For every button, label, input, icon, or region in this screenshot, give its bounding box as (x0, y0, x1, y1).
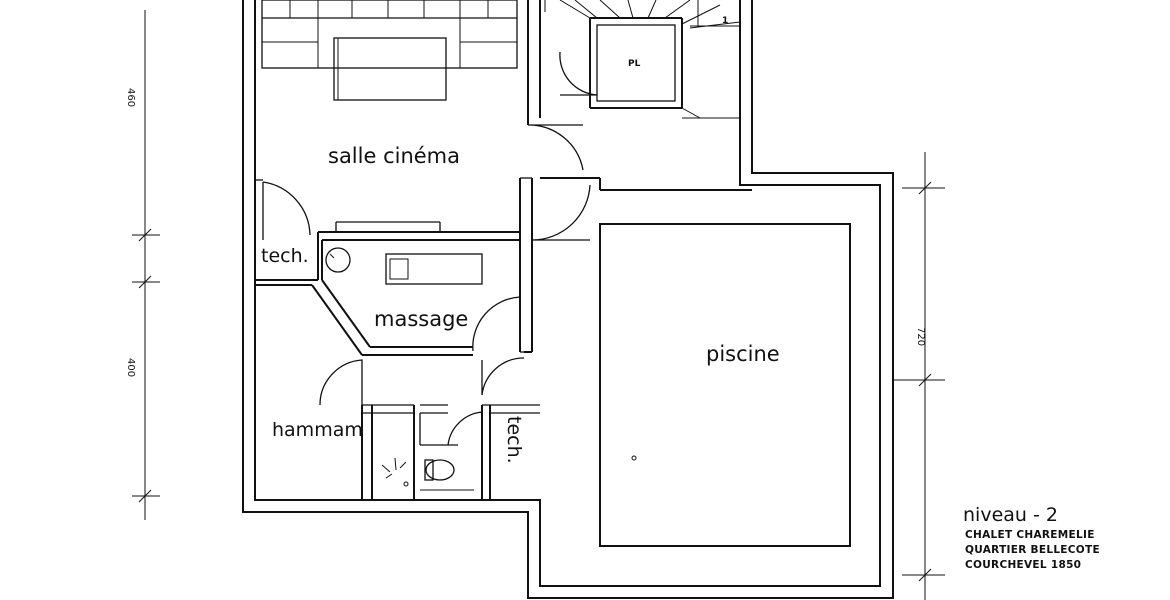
address-line-3: COURCHEVEL 1850 (965, 559, 1081, 571)
cinema-right-wall (519, 118, 752, 353)
dimension-bottom-left: 400 (125, 358, 136, 377)
stair-block (539, 0, 741, 119)
address-line-2: QUARTIER BELLECOTE (965, 544, 1100, 556)
dimension-right: 720 (915, 327, 926, 346)
left-dimension-lines (132, 10, 160, 520)
massage-label: massage (374, 307, 468, 331)
pool (599, 223, 851, 547)
closet-label: PL (628, 59, 641, 69)
tech-left-walls (255, 179, 520, 281)
exterior-walls (242, 0, 894, 599)
pool-label: piscine (706, 342, 780, 366)
cinema-label: salle cinéma (328, 144, 460, 168)
hammam-room (319, 351, 540, 500)
address-line-1: CHALET CHAREMELIE (965, 529, 1095, 541)
right-dimension-lines (893, 152, 945, 600)
massage-room (255, 247, 521, 356)
dimension-top-left: 460 (125, 88, 136, 107)
cinema-seating (261, 0, 518, 101)
level-title: niveau - 2 (963, 504, 1058, 526)
hammam-label: hammam (272, 419, 363, 441)
tech-right-label: tech. (503, 416, 525, 464)
stair-number: 1 (722, 16, 728, 26)
tech-left-label: tech. (261, 245, 309, 267)
